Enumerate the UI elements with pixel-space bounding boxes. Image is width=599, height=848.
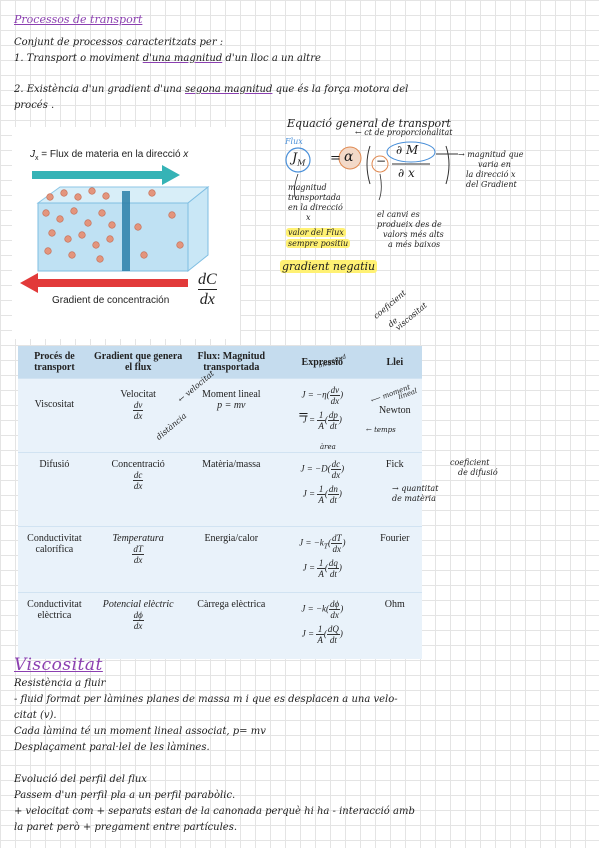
flux-word: Flux bbox=[285, 137, 303, 146]
particles bbox=[42, 187, 184, 263]
eq-alpha: α bbox=[344, 149, 354, 165]
section-title: Processos de transport bbox=[14, 13, 143, 26]
positive-2: sempre positiu bbox=[286, 239, 351, 248]
equation-title: Equació general de transport bbox=[287, 117, 451, 130]
magnitud-note-4: del Gradient bbox=[466, 180, 517, 189]
diagram-graphic bbox=[20, 165, 210, 293]
transport-table: Procés de transport Gradient que genera … bbox=[18, 346, 422, 659]
eq-dx: ∂ x bbox=[398, 166, 415, 180]
table-header-row: Procés de transport Gradient que genera … bbox=[18, 346, 422, 379]
cell-law: Newton bbox=[367, 378, 422, 453]
annotation-quantitat-2: de matèria bbox=[392, 494, 436, 503]
magnitud-note-1: → magnitud que bbox=[458, 150, 524, 159]
magnitud-note-2: varia en bbox=[478, 160, 511, 169]
annotation-coef-dif-2: de difusió bbox=[458, 468, 498, 477]
flux-diagram: Jx = Flux de materia en la direcció x Gr… bbox=[12, 127, 240, 339]
membrane bbox=[122, 191, 130, 271]
transported-2: transportada bbox=[288, 193, 341, 202]
canvi-4: a més baixos bbox=[388, 240, 441, 249]
gradient-label: Gradient de concentración bbox=[52, 295, 170, 306]
intro-line-1: Conjunt de processos caracteritzats per … bbox=[14, 37, 224, 48]
cell-flux: Matèria/massa bbox=[185, 452, 278, 527]
intro-line-2: 1. Transport o moviment d'una magnitud d… bbox=[14, 53, 321, 64]
annotation-temps: ← temps bbox=[366, 426, 396, 434]
cell-law: Fourier bbox=[367, 526, 422, 593]
visc-line-6: Evolució del perfil del flux bbox=[14, 774, 147, 785]
intro-line-4: procés . bbox=[14, 100, 55, 111]
canvi-2: produeix des de bbox=[377, 220, 442, 229]
cell-process: Difusió bbox=[18, 452, 91, 527]
table-row: Conductivitat elèctrica Potencial elèctr… bbox=[18, 592, 422, 659]
visc-line-8: + velocitat com + separats estan de la c… bbox=[14, 806, 415, 817]
transported-1: magnitud bbox=[288, 183, 327, 192]
header-process: Procés de transport bbox=[18, 346, 91, 379]
gradient-arrow bbox=[20, 273, 188, 293]
visc-line-5: Desplaçament paral·lel de les làmines. bbox=[14, 742, 210, 753]
annotation-coef-visc-3: viscositat bbox=[393, 300, 429, 333]
cell-flux: Càrrega elèctrica bbox=[185, 592, 278, 659]
header-gradient: Gradient que genera el flux bbox=[90, 346, 186, 379]
eq-dM: ∂ M bbox=[396, 143, 419, 157]
eq-minus: − bbox=[376, 154, 387, 168]
annotation-area: àrea bbox=[320, 443, 336, 451]
gradient-fraction: dC dx bbox=[198, 271, 217, 308]
visc-line-3: citat (v). bbox=[14, 710, 57, 721]
equation-drawing bbox=[285, 141, 458, 200]
annotation-coef-dif-1: coeficient bbox=[450, 458, 490, 467]
transported-3: en la direcció bbox=[288, 203, 343, 212]
magnitud-note-3: la direcció x bbox=[466, 170, 516, 179]
cell-flux: Energia/calor bbox=[185, 526, 278, 593]
container-box bbox=[37, 202, 189, 272]
visc-line-9: la paret però + pregament entre partícul… bbox=[14, 822, 238, 833]
canvi-1: el canvi es bbox=[377, 210, 420, 219]
annotation-equals: = bbox=[298, 408, 309, 423]
visc-line-1: Resistència a fluir bbox=[14, 678, 106, 689]
annotation-quantitat-1: → quantitat bbox=[392, 484, 439, 493]
visc-line-2: - fluid format per làmines planes de mas… bbox=[14, 694, 398, 705]
annotation-coef-visc-1: coeficient bbox=[371, 288, 408, 321]
visc-line-4: Cada làmina té un moment lineal associat… bbox=[14, 726, 266, 737]
canvi-3: valors més alts bbox=[383, 230, 444, 239]
ct-label: ← ct de proporcionalitat bbox=[355, 128, 453, 137]
transported-4: x bbox=[306, 213, 311, 222]
eq-J: JM bbox=[292, 151, 306, 168]
cell-process: Conductivitat elèctrica bbox=[18, 592, 91, 659]
header-flux: Flux: Magnitud transportada bbox=[185, 346, 278, 379]
intro-line-3: 2. Existència d'un gradient d'una segona… bbox=[14, 84, 409, 95]
viscositat-title: Viscositat bbox=[14, 655, 103, 675]
cell-law: Fick bbox=[367, 452, 422, 527]
header-expression: Expressió bbox=[277, 346, 368, 379]
eq-equals: = bbox=[330, 151, 341, 166]
positive-1: valor del Flux bbox=[286, 228, 346, 237]
cell-law: Ohm bbox=[367, 592, 422, 659]
header-law: Llei bbox=[367, 346, 422, 379]
flux-arrow bbox=[32, 165, 180, 185]
negative-gradient: gradient negatiu bbox=[280, 260, 378, 273]
cell-process: Viscositat bbox=[18, 378, 91, 453]
flux-label: Jx = Flux de materia en la direcció x bbox=[30, 149, 189, 162]
cell-process: Conductivitat calorífica bbox=[18, 526, 91, 593]
visc-line-7: Passem d'un perfil pla a un perfil parab… bbox=[14, 790, 236, 801]
